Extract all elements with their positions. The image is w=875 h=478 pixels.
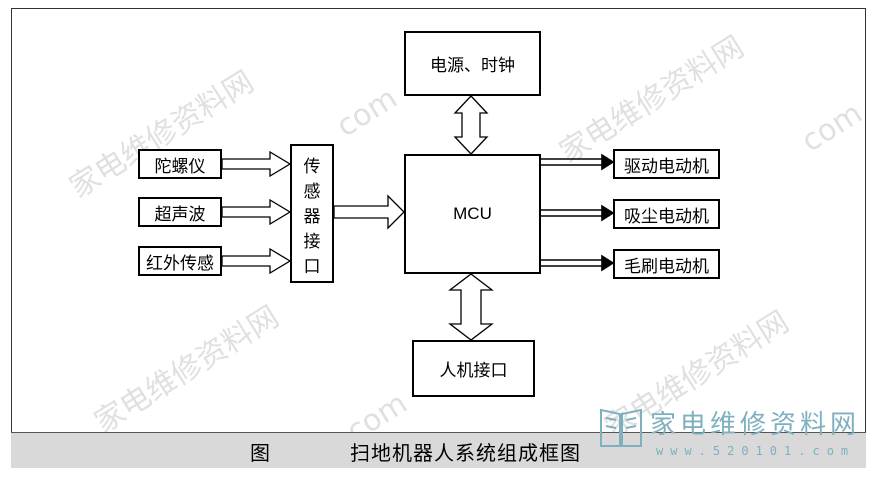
- motor-drive-box: 驱动电动机: [613, 149, 720, 179]
- logo-site-name: 家电维修资料网: [650, 410, 861, 440]
- logo-site-url: www.520101.com: [656, 444, 856, 458]
- motor-brush-box: 毛刷电动机: [613, 249, 720, 279]
- arrow-power-mcu: [453, 95, 489, 155]
- arrowhead-drive: [601, 153, 615, 171]
- sensor-label: 超声波: [154, 204, 206, 225]
- book-icon: [600, 408, 642, 447]
- power-clock-box: 电源、时钟: [404, 31, 541, 96]
- sensor-gyroscope-box: 陀螺仪: [138, 149, 222, 179]
- motor-suction-box: 吸尘电动机: [613, 199, 720, 229]
- power-clock-label: 电源、时钟: [430, 56, 515, 76]
- sensor-infrared-box: 红外传感: [138, 246, 222, 276]
- arrow-mcu-hmi: [448, 273, 494, 341]
- arrow-interface-to-mcu: [333, 194, 405, 230]
- arrow-gyro-to-interface: [221, 150, 292, 178]
- motor-label: 吸尘电动机: [624, 206, 709, 227]
- hmi-label: 人机接口: [439, 361, 508, 381]
- mcu-box: MCU: [404, 154, 541, 274]
- figure-title: 扫地机器人系统组成框图: [350, 441, 581, 465]
- arrow-infrared-to-interface: [221, 247, 292, 275]
- motor-label: 毛刷电动机: [624, 256, 709, 277]
- sensor-interface-char: 接: [303, 232, 321, 252]
- arrowhead-brush: [601, 254, 615, 272]
- site-logo: 家电维修资料网 www.520101.com: [598, 400, 868, 470]
- sensor-ultrasonic-box: 超声波: [138, 197, 222, 227]
- sensor-label: 陀螺仪: [154, 156, 206, 177]
- sensor-label: 红外传感: [146, 253, 214, 274]
- hmi-box: 人机接口: [412, 340, 535, 397]
- arrowhead-suction: [601, 204, 615, 222]
- caption-bar: [11, 432, 866, 468]
- motor-label: 驱动电动机: [624, 156, 709, 177]
- sensor-interface-char: 感: [303, 182, 321, 202]
- figure-label: 图: [250, 441, 270, 465]
- sensor-interface-char: 口: [303, 257, 321, 277]
- mcu-label: MCU: [453, 204, 492, 223]
- sensor-interface-char: 传: [303, 157, 321, 177]
- arrow-ultrasonic-to-interface: [221, 198, 292, 226]
- sensor-interface-box: 传 感 器 接 口: [290, 144, 334, 283]
- sensor-interface-char: 器: [303, 207, 321, 227]
